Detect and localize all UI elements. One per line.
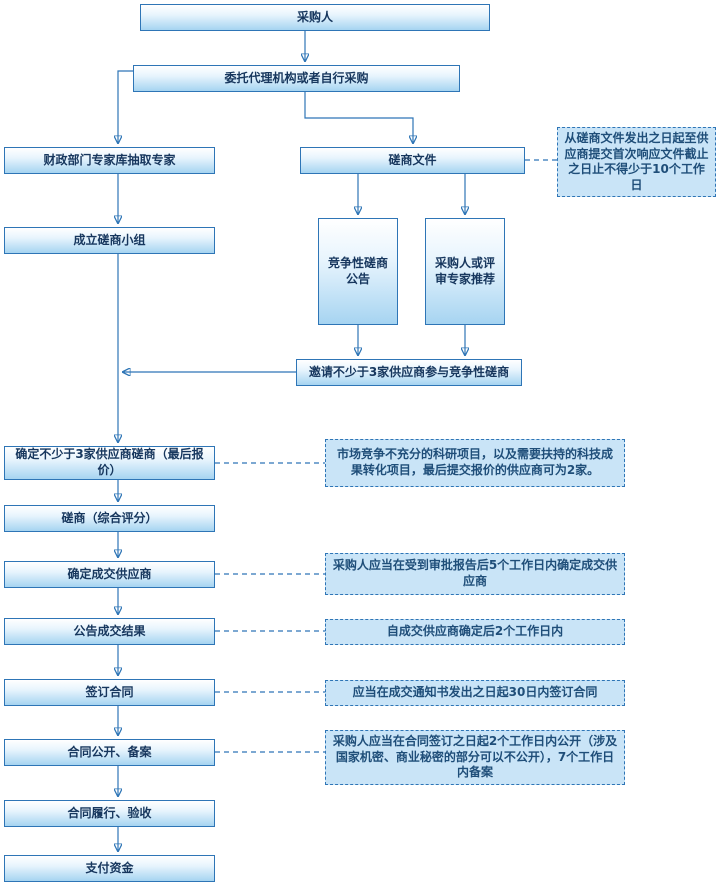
flow-node-sign-contract: 签订合同 — [4, 679, 215, 706]
flow-node-expert-pool: 财政部门专家库抽取专家 — [4, 147, 215, 174]
flow-node-purchaser: 采购人 — [140, 4, 490, 31]
note-contract-deadline: 应当在成交通知书发出之日起30日内签订合同 — [325, 680, 625, 706]
flow-node-payment: 支付资金 — [4, 855, 215, 882]
edge-agency-expert-pool — [118, 70, 133, 144]
flow-node-determine-suppliers: 确定不少于3家供应商磋商（最后报价） — [4, 446, 215, 480]
note-publicity-deadline: 采购人应当在合同签订之日起2个工作日内公开（涉及国家机密、商业秘密的部分可以不公… — [325, 730, 625, 785]
flow-node-contract-performance: 合同履行、验收 — [4, 800, 215, 827]
edge-agency-docs — [304, 92, 413, 144]
flow-node-consultation-scoring: 磋商（综合评分） — [4, 505, 215, 532]
flow-node-consultation-docs: 磋商文件 — [300, 147, 525, 174]
flow-node-agency-or-self: 委托代理机构或者自行采购 — [133, 65, 460, 92]
flow-node-determine-winner: 确定成交供应商 — [4, 561, 215, 588]
flow-node-announcement: 竞争性磋商公告 — [318, 218, 398, 325]
flow-node-form-group: 成立磋商小组 — [4, 227, 215, 254]
flow-node-invite-suppliers: 邀请不少于3家供应商参与竞争性磋商 — [296, 359, 522, 386]
note-winner-deadline: 采购人应当在受到审批报告后5个工作日内确定成交供应商 — [325, 553, 625, 595]
flow-node-recommendation: 采购人或评审专家推荐 — [425, 218, 505, 325]
note-docs-deadline: 从磋商文件发出之日起至供应商提交首次响应文件截止之日止不得少于10个工作日 — [557, 127, 716, 198]
note-two-suppliers-exception: 市场竞争不充分的科研项目，以及需要扶持的科技成果转化项目，最后提交报价的供应商可… — [325, 439, 625, 487]
flow-node-announce-result: 公告成交结果 — [4, 618, 215, 645]
flow-node-contract-publicity: 合同公开、备案 — [4, 739, 215, 766]
note-result-deadline: 自成交供应商确定后2个工作日内 — [325, 619, 625, 645]
